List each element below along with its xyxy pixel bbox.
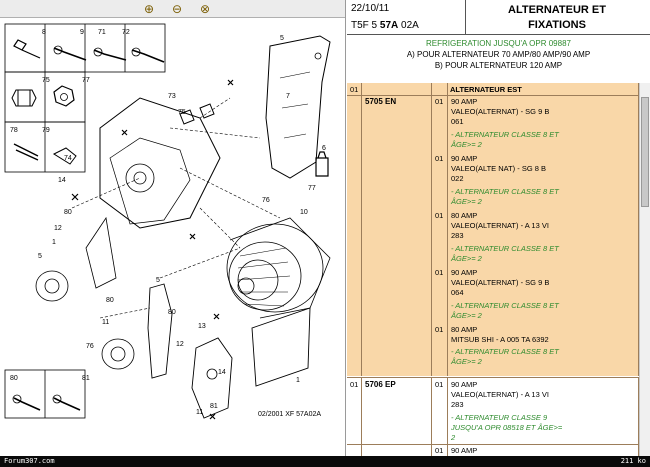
page-title-line2: FIXATIONS — [528, 19, 586, 31]
page-title: ALTERNATEUR ET FIXATIONS — [467, 3, 647, 33]
svg-text:72: 72 — [122, 29, 130, 36]
svg-text:10: 10 — [300, 209, 308, 216]
zoom-toolbar: ⊕ ⊖ ⊗ — [0, 0, 345, 18]
svg-text:76: 76 — [262, 197, 270, 204]
refrigeration-line-b: B) POUR ALTERNATEUR 120 AMP — [434, 61, 563, 70]
status-site: Forum307.com — [4, 457, 55, 465]
svg-text:77: 77 — [82, 77, 90, 84]
header-code-suffix: 02A — [401, 20, 419, 31]
svg-text:81: 81 — [210, 403, 218, 410]
svg-text:81: 81 — [82, 375, 90, 382]
svg-text:1: 1 — [52, 239, 56, 246]
header-divider — [465, 0, 466, 35]
diagram-reference: 02/2001 XF 57A02A — [258, 411, 322, 418]
svg-text:6: 6 — [322, 145, 326, 152]
diagram-panel: ⊕ ⊖ ⊗ — [0, 0, 346, 456]
svg-text:78: 78 — [10, 127, 18, 134]
refrigeration-note: REFRIGERATION JUSQU'A OPR 09887 A) POUR … — [347, 38, 650, 71]
zoom-out-icon[interactable]: ⊖ — [171, 2, 183, 16]
status-size: 211 ko — [620, 457, 646, 465]
svg-text:80: 80 — [64, 209, 72, 216]
svg-text:14: 14 — [218, 369, 226, 376]
svg-text:75: 75 — [42, 77, 50, 84]
parts-group-5705-en[interactable]: 01 ALTERNATEUR EST 5705 EN 01 90 AMP VAL… — [347, 83, 639, 376]
svg-text:76: 76 — [86, 343, 94, 350]
group-title: ALTERNATEUR EST — [450, 85, 522, 94]
svg-text:77: 77 — [308, 185, 316, 192]
header-code: T5F 5 57A 02A — [351, 20, 419, 31]
svg-text:5: 5 — [280, 35, 284, 42]
svg-text:75: 75 — [178, 109, 186, 116]
svg-text:5: 5 — [156, 277, 160, 284]
svg-text:73: 73 — [168, 93, 176, 100]
svg-text:11: 11 — [102, 319, 109, 326]
refrigeration-title: REFRIGERATION JUSQU'A OPR 09887 — [426, 39, 571, 48]
svg-text:71: 71 — [98, 29, 106, 36]
page-title-line1: ALTERNATEUR ET — [508, 4, 606, 16]
svg-text:11: 11 — [196, 409, 203, 416]
svg-text:5: 5 — [38, 253, 42, 260]
status-bar: Forum307.com 211 ko — [0, 456, 650, 467]
header-code-bold: 57A — [379, 20, 399, 31]
refrigeration-line-a: A) POUR ALTERNATEUR 70 AMP/80 AMP/90 AMP — [406, 50, 591, 59]
zoom-fit-icon[interactable]: ⊗ — [199, 2, 211, 16]
parts-scrollbar[interactable] — [639, 83, 650, 456]
svg-text:80: 80 — [10, 375, 18, 382]
scroll-thumb[interactable] — [641, 97, 649, 207]
svg-text:9: 9 — [80, 29, 84, 36]
svg-text:12: 12 — [176, 341, 184, 348]
header-code-prefix: T5F 5 — [351, 20, 378, 31]
svg-text:13: 13 — [198, 323, 206, 330]
svg-text:1: 1 — [296, 377, 300, 384]
group-ref: 5706 EP — [365, 380, 396, 389]
svg-text:8: 8 — [42, 29, 46, 36]
parts-header: 22/10/11 T5F 5 57A 02A ALTERNATEUR ET FI… — [347, 0, 650, 35]
svg-text:7: 7 — [286, 93, 290, 100]
parts-group-5706-ep[interactable]: 01 5706 EP 01 90 AMP VALEO(ALTERNAT) - A… — [347, 377, 639, 456]
zoom-in-icon[interactable]: ⊕ — [143, 2, 155, 16]
svg-text:80: 80 — [168, 309, 176, 316]
parts-table[interactable]: 01 ALTERNATEUR EST 5705 EN 01 90 AMP VAL… — [347, 83, 650, 456]
group-num: 01 — [350, 380, 359, 389]
svg-text:14: 14 — [58, 177, 66, 184]
svg-text:79: 79 — [42, 127, 50, 134]
group-num: 01 — [350, 85, 359, 94]
svg-text:74: 74 — [64, 155, 72, 162]
svg-text:80: 80 — [106, 297, 114, 304]
svg-text:12: 12 — [54, 225, 62, 232]
header-date: 22/10/11 — [351, 3, 390, 14]
group-ref: 5705 EN — [365, 97, 397, 106]
